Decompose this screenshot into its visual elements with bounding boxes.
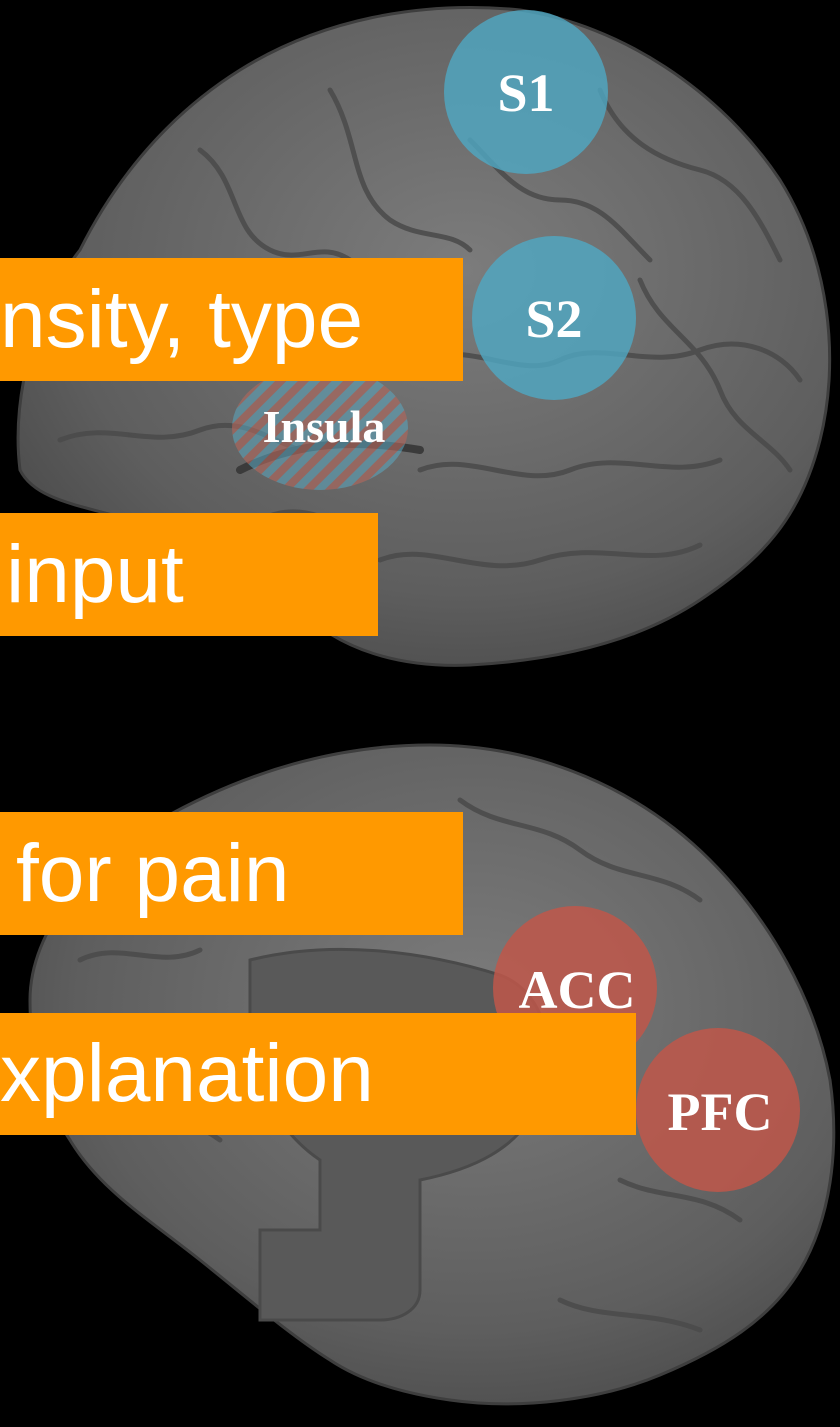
region-s1: S1: [444, 10, 608, 174]
banner-for-pain-text: for pain: [16, 833, 290, 915]
insula-label: Insula: [263, 401, 386, 452]
banner-for-pain: for pain: [0, 812, 463, 935]
banner-input-text: input: [6, 534, 184, 616]
banner-explanation-text: xplanation: [0, 1033, 374, 1115]
banner-explanation: xplanation: [0, 1013, 636, 1135]
region-pfc: PFC: [636, 1028, 800, 1192]
banner-intensity-type-text: nsity, type: [0, 279, 363, 361]
s1-label: S1: [497, 63, 554, 123]
acc-label: ACC: [519, 960, 636, 1020]
region-s2: S2: [472, 236, 636, 400]
s2-label: S2: [525, 289, 582, 349]
banner-intensity-type: nsity, type: [0, 258, 463, 381]
banner-input: input: [0, 513, 378, 636]
pfc-label: PFC: [668, 1082, 773, 1142]
region-insula: Insula: [232, 366, 408, 490]
